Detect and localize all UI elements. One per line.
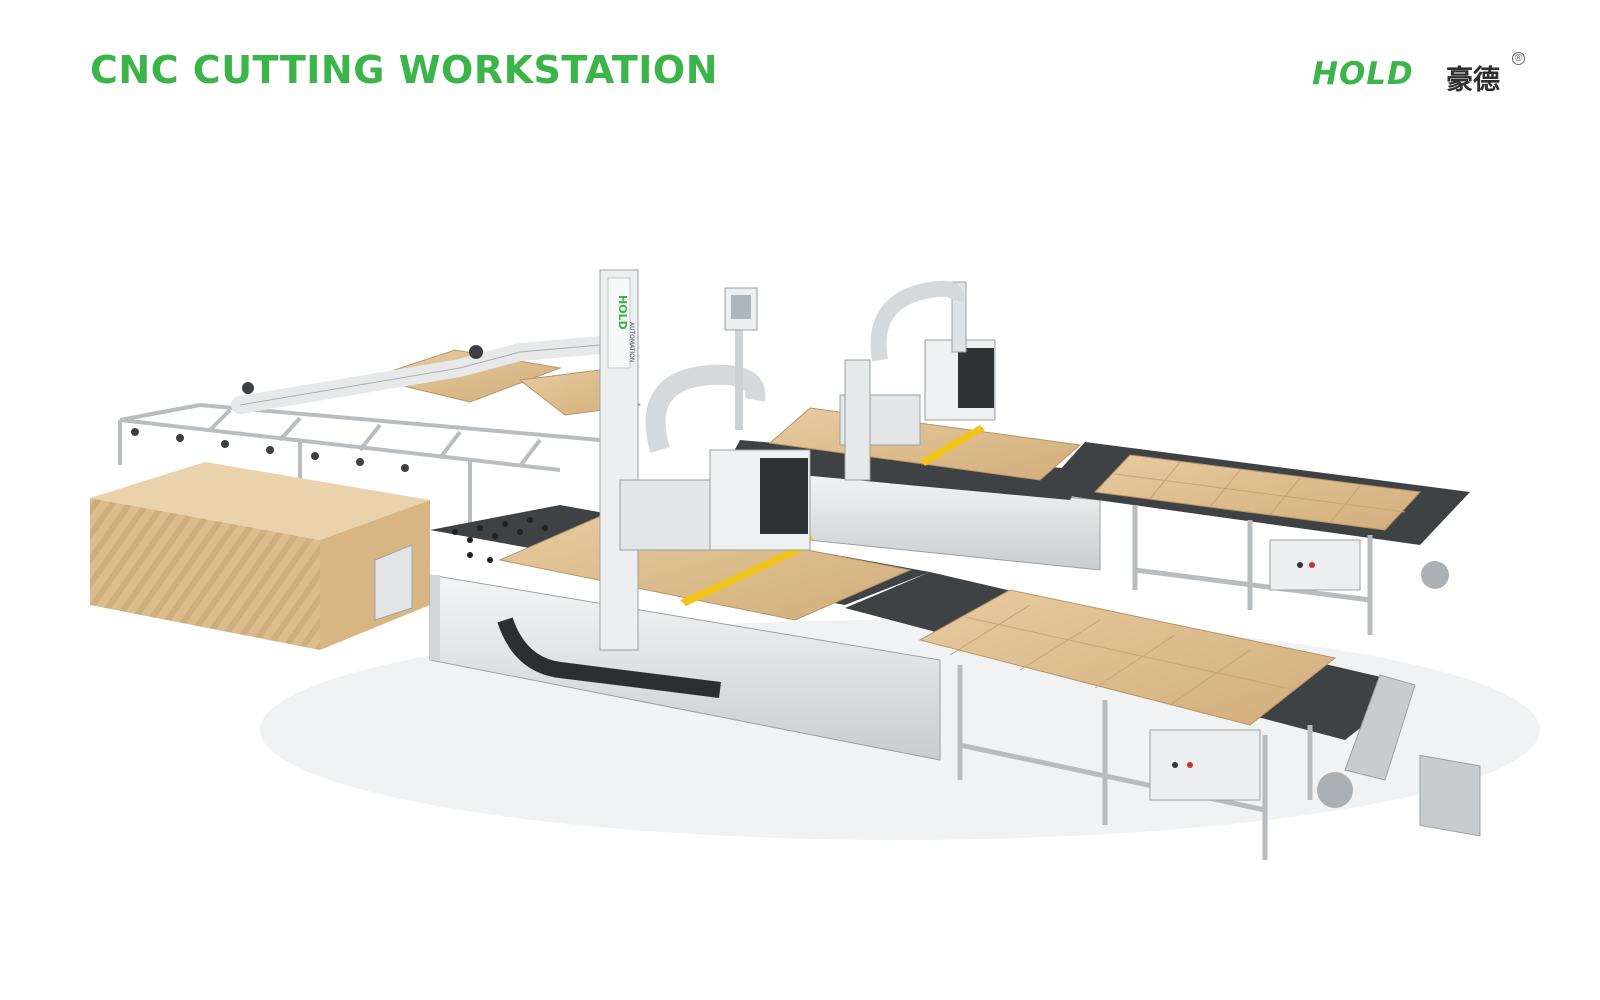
brand-logo: HOLD 豪德 ®: [1312, 52, 1532, 100]
page-title: CNC CUTTING WORKSTATION: [90, 48, 719, 92]
loading-station: [90, 336, 642, 650]
front-dust-hose: [645, 364, 766, 453]
front-cable-chain: [497, 617, 721, 698]
front-cutting-line: HOLD AUTOMATION: [429, 269, 1416, 860]
gantry-brand-sublabel: AUTOMATION: [628, 322, 635, 362]
logo-chinese-name: 豪德: [1446, 65, 1500, 96]
gantry-brand-label: HOLD: [616, 295, 629, 330]
front-outfeed-panels: [918, 589, 1337, 726]
back-cutting-line: [725, 280, 1481, 837]
front-roller-end: [1344, 674, 1416, 781]
suction-cups: [131, 428, 409, 472]
back-roller-end: [1419, 754, 1481, 837]
back-motor: [1421, 561, 1449, 589]
back-yellow-rail: [920, 425, 985, 466]
back-machine-table: [725, 440, 1085, 500]
back-outfeed-frame: [1132, 505, 1373, 635]
front-control-box: [1149, 729, 1261, 801]
front-gantry-beam: [619, 479, 721, 551]
wood-board-stack: [90, 462, 430, 650]
front-yellow-rail-1: [680, 545, 806, 606]
logo-wordmark: HOLD: [1312, 56, 1414, 92]
back-dust-hose: [870, 280, 964, 362]
suction-frame: [118, 403, 601, 525]
front-motor: [1317, 772, 1353, 808]
registered-mark: ®: [1512, 52, 1525, 65]
